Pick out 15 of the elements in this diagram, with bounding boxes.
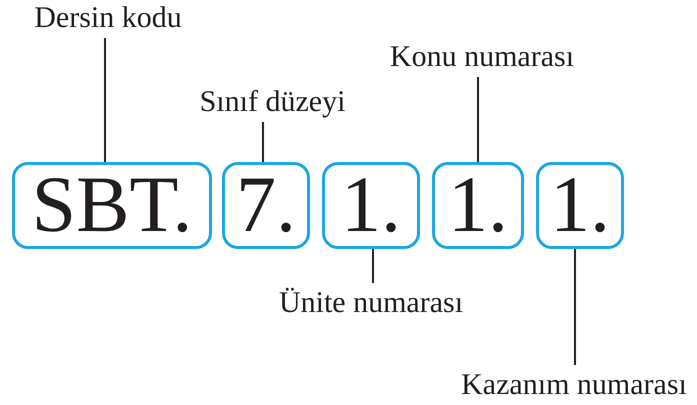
code-segment-box: 1. — [322, 162, 420, 249]
leader-line — [477, 77, 479, 162]
part-label: Ünite numarası — [266, 285, 476, 321]
part-label: Dersin kodu — [28, 0, 188, 36]
part-label: Kazanım numarası — [452, 367, 696, 403]
code-segment-box: 1. — [536, 162, 624, 249]
leader-line — [372, 249, 374, 283]
leader-line — [574, 249, 576, 365]
code-segment-box: 1. — [432, 162, 524, 249]
part-label: Sınıf düzeyi — [190, 84, 355, 120]
code-segment-box: SBT. — [12, 162, 212, 249]
leader-line — [104, 38, 106, 162]
leader-line — [262, 122, 264, 162]
part-label: Konu numarası — [380, 39, 584, 75]
code-segment-box: 7. — [222, 162, 310, 249]
